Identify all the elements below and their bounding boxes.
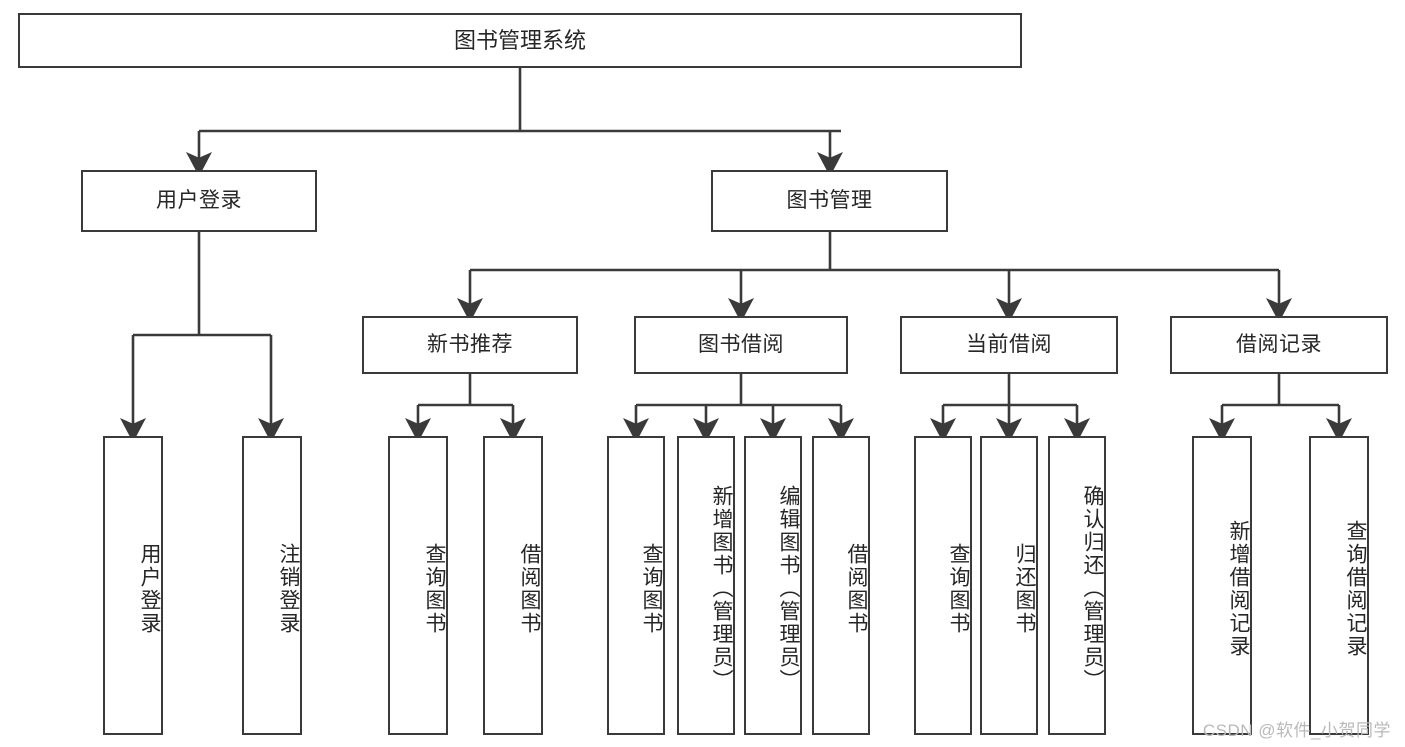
node-leaf-query-book-2-label: 查询图书: [640, 542, 663, 635]
node-leaf-query-book-3-label: 查询图书: [947, 542, 970, 635]
node-root-label: 图书管理系统: [453, 27, 586, 53]
node-leaf-logout-label: 注销登录: [277, 542, 300, 635]
node-book-manage-label: 图书管理: [786, 188, 873, 212]
node-leaf-edit-book-label: 编辑图书（管理员）: [777, 485, 800, 692]
node-borrow-record[interactable]: 借阅记录: [1170, 316, 1388, 374]
node-user-login[interactable]: 用户登录: [81, 170, 317, 232]
node-root[interactable]: 图书管理系统: [18, 13, 1022, 68]
node-leaf-confirm-return-label: 确认归还（管理员）: [1081, 485, 1104, 692]
node-leaf-query-record[interactable]: 查询借阅记录: [1309, 436, 1369, 735]
node-leaf-return-book[interactable]: 归还图书: [980, 436, 1038, 735]
node-leaf-query-book-1-label: 查询图书: [423, 542, 446, 635]
node-leaf-borrow-book-1[interactable]: 借阅图书: [483, 436, 543, 735]
node-leaf-borrow-book-2-label: 借阅图书: [845, 542, 868, 635]
node-leaf-borrow-book-2[interactable]: 借阅图书: [812, 436, 870, 735]
node-book-manage[interactable]: 图书管理: [711, 170, 948, 232]
node-leaf-borrow-book-1-label: 借阅图书: [518, 542, 541, 635]
node-leaf-add-record-label: 新增借阅记录: [1227, 519, 1250, 658]
node-leaf-query-book-1[interactable]: 查询图书: [388, 436, 448, 735]
node-book-borrow[interactable]: 图书借阅: [634, 316, 848, 374]
node-book-borrow-label: 图书借阅: [698, 332, 784, 356]
node-leaf-add-book-label: 新增图书（管理员）: [710, 485, 733, 692]
node-current-borrow-label: 当前借阅: [966, 332, 1052, 356]
node-leaf-user-login-label: 用户登录: [138, 542, 161, 635]
node-new-book-rec-label: 新书推荐: [427, 332, 513, 356]
csdn-watermark: CSDN @软件_小贺同学: [1202, 721, 1391, 740]
node-leaf-confirm-return[interactable]: 确认归还（管理员）: [1048, 436, 1106, 735]
node-borrow-record-label: 借阅记录: [1236, 332, 1322, 356]
node-leaf-query-record-label: 查询借阅记录: [1344, 519, 1367, 658]
node-leaf-edit-book[interactable]: 编辑图书（管理员）: [744, 436, 802, 735]
node-leaf-user-login[interactable]: 用户登录: [103, 436, 163, 735]
node-new-book-rec[interactable]: 新书推荐: [362, 316, 578, 374]
node-leaf-query-book-2[interactable]: 查询图书: [607, 436, 665, 735]
node-leaf-add-record[interactable]: 新增借阅记录: [1192, 436, 1252, 735]
node-leaf-add-book[interactable]: 新增图书（管理员）: [677, 436, 735, 735]
node-user-login-label: 用户登录: [156, 188, 242, 212]
node-leaf-query-book-3[interactable]: 查询图书: [914, 436, 972, 735]
node-leaf-return-book-label: 归还图书: [1013, 542, 1036, 635]
node-leaf-logout[interactable]: 注销登录: [242, 436, 302, 735]
node-current-borrow[interactable]: 当前借阅: [900, 316, 1118, 374]
